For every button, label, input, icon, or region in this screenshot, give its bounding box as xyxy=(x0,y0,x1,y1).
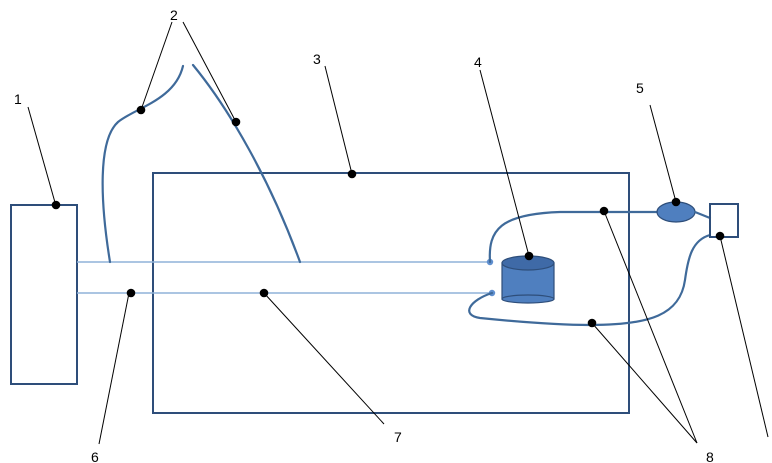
component-8-tube-upper xyxy=(488,210,659,264)
label-5: 5 xyxy=(636,80,644,96)
label-4: 4 xyxy=(474,54,482,70)
leader-lines xyxy=(27,21,769,445)
label-1: 1 xyxy=(14,91,22,107)
component-4-cylinder xyxy=(501,255,555,304)
component-1-box xyxy=(10,204,78,385)
component-2-cable-left xyxy=(101,64,185,264)
connector-box xyxy=(709,203,739,238)
component-2-cable-right xyxy=(191,63,302,264)
label-8: 8 xyxy=(706,449,714,463)
anchor-dots xyxy=(51,105,725,328)
label-3: 3 xyxy=(313,51,321,67)
label-6: 6 xyxy=(91,449,99,463)
label-2: 2 xyxy=(170,7,178,23)
label-7: 7 xyxy=(394,429,402,445)
